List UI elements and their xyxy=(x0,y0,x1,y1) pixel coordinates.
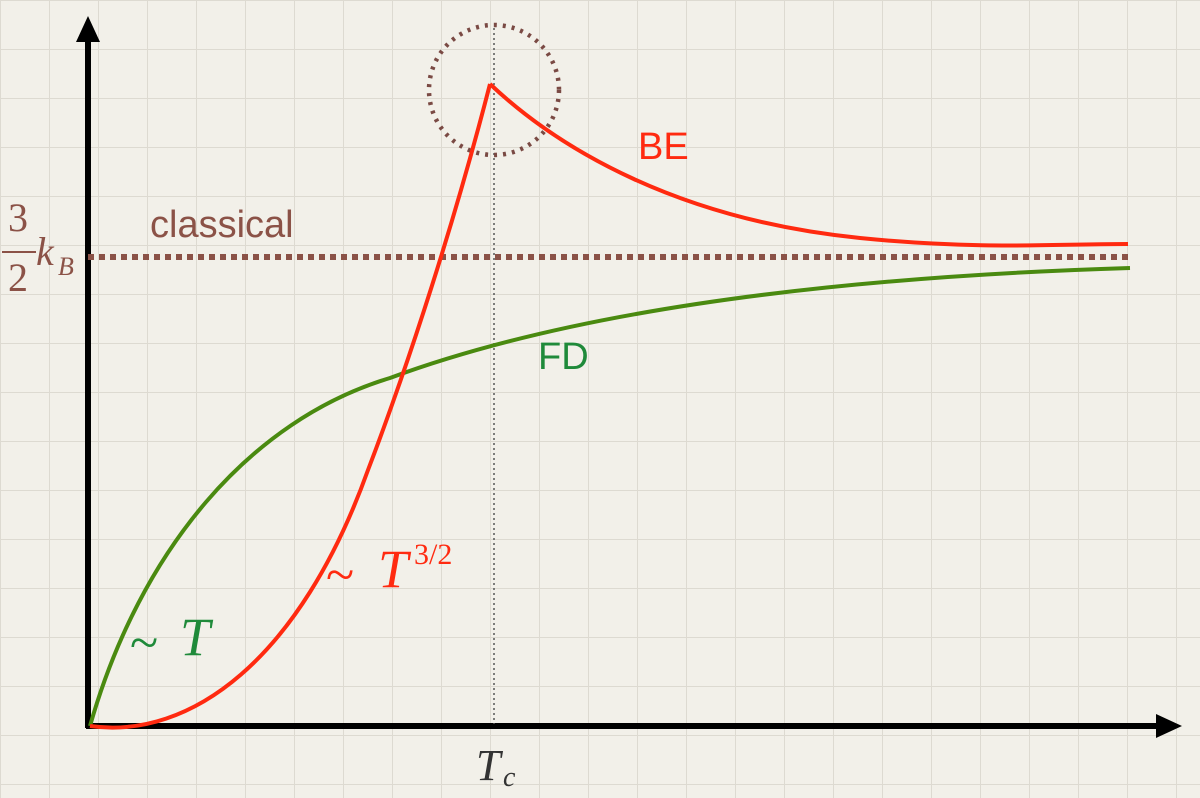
x-axis-arrow xyxy=(1156,714,1182,738)
classical-label: classical xyxy=(150,204,294,246)
kb-fraction-bar xyxy=(2,251,36,253)
tc-label: T xyxy=(476,741,501,790)
be-asymptotic-tilde: ~ xyxy=(326,547,355,604)
be-asymptotic-t: T xyxy=(378,539,409,599)
be-asymptotic-exponent: 3/2 xyxy=(414,538,453,571)
be-curve-rise xyxy=(89,83,492,730)
be-curve-decay xyxy=(488,82,1129,248)
tc-subscript: c xyxy=(503,762,516,793)
fd-asymptotic-tilde: ~ xyxy=(130,615,159,672)
kb-fraction-denominator: 2 xyxy=(8,255,28,300)
kb-symbol: k xyxy=(36,229,54,274)
kb-subscript: B xyxy=(58,252,74,281)
kb-fraction-numerator: 3 xyxy=(8,195,28,240)
y-axis-arrow xyxy=(76,16,100,42)
be-label: BE xyxy=(638,126,689,168)
fd-label: FD xyxy=(538,336,589,378)
fd-curve xyxy=(88,266,1131,727)
tc-highlight-circle xyxy=(426,22,562,158)
fd-asymptotic-t: T xyxy=(180,607,211,667)
